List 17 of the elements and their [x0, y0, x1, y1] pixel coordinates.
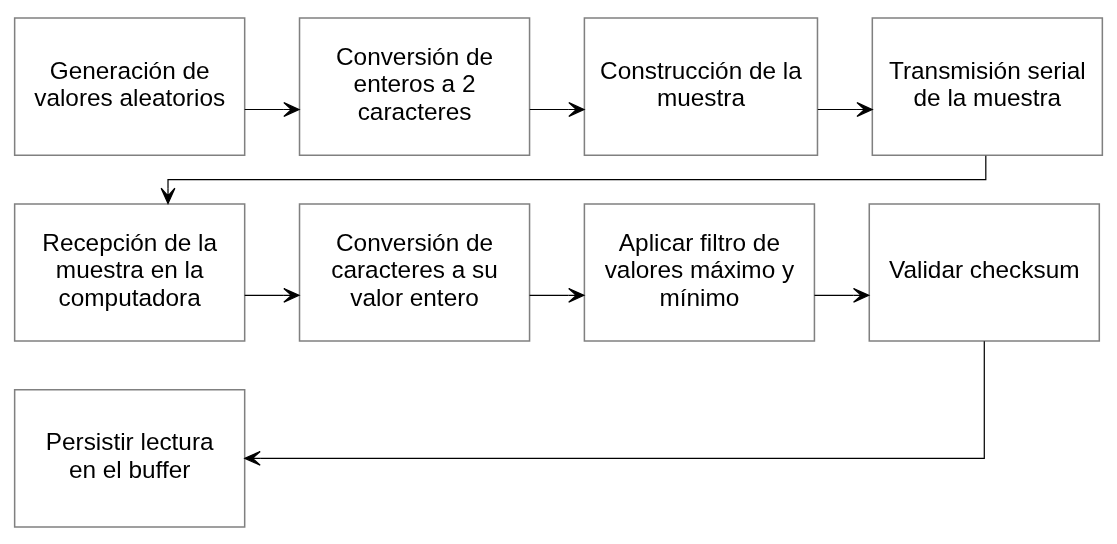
- node-box: Conversión de enteros a 2 caracteres: [298, 16, 531, 156]
- node-box: Transmisión serial de la muestra: [871, 16, 1104, 156]
- arrow: [813, 287, 870, 303]
- arrow: [817, 101, 873, 117]
- arrow: [529, 101, 585, 117]
- node-box: Generación de valores aleatorios: [13, 16, 246, 156]
- node-box: Validar checksum: [868, 202, 1101, 342]
- node-box: Conversión de caracteres a su valor entero: [298, 202, 531, 342]
- arrow: [244, 101, 300, 117]
- arrow: [529, 287, 585, 303]
- arrow: [244, 340, 985, 466]
- arrow: [160, 154, 987, 204]
- node-box: Persistir lectura en el buffer: [13, 388, 246, 528]
- node-box: Aplicar filtro de valores máximo y mínimo: [583, 202, 816, 342]
- node-box: Recepción de la muestra en la computadora: [13, 202, 246, 342]
- arrow: [244, 287, 300, 303]
- node-box: Construcción de la muestra: [583, 16, 819, 156]
